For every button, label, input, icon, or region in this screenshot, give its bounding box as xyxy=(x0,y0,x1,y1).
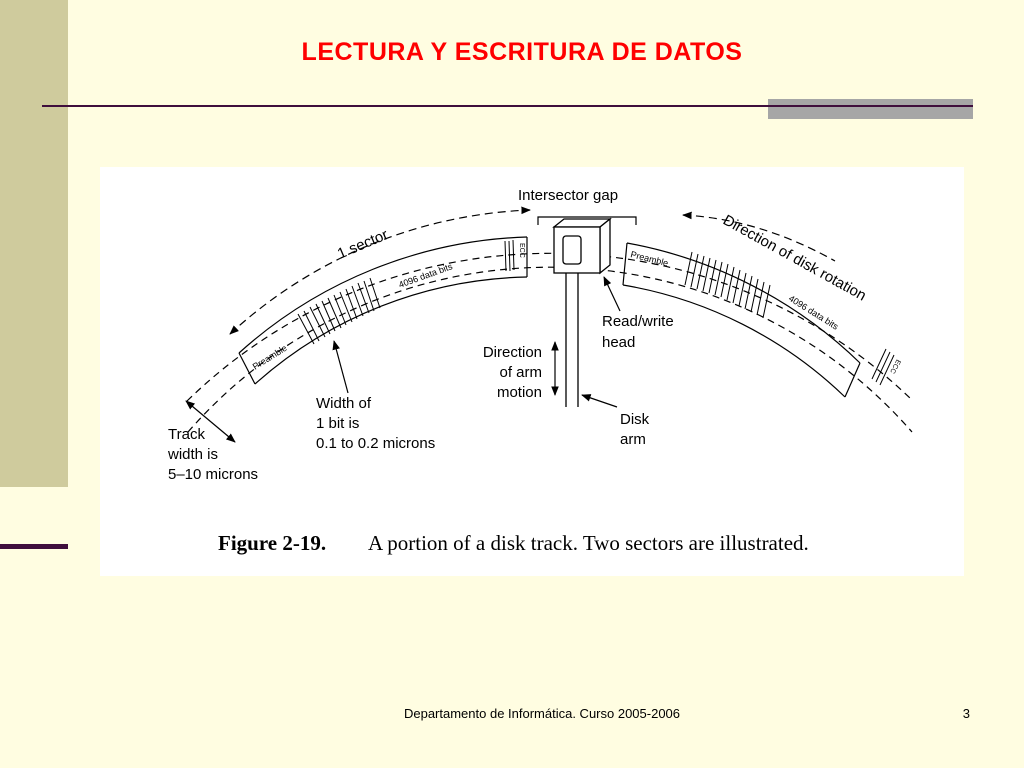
rotation-direction-arrow xyxy=(682,211,836,262)
right-sector-inner-edge xyxy=(622,284,846,398)
track-width-label-line1: Track xyxy=(168,426,205,443)
bit-width-label-line2: 1 bit is xyxy=(316,415,359,432)
read-write-head xyxy=(552,217,612,275)
disk-track-figure: Intersector gap 1 sector Direction of di… xyxy=(100,167,964,576)
left-decorative-bar xyxy=(0,0,68,487)
annotation-arrows xyxy=(185,206,836,443)
right-sector-outer-edge xyxy=(626,242,861,364)
left-data-bits-label: 4096 data bits xyxy=(397,261,454,290)
head-pointer-arrow xyxy=(603,276,621,312)
title-rule-accent-block xyxy=(768,99,973,119)
left-sector-outer-edge xyxy=(238,236,528,354)
right-ecc-pattern xyxy=(871,348,895,386)
right-sector-start xyxy=(622,242,628,286)
intersector-gap-label: Intersector gap xyxy=(518,187,618,204)
right-data-bits-label: 4096 data bits xyxy=(787,293,841,332)
disk-arm xyxy=(565,273,579,407)
track-width-label-line2: width is xyxy=(167,446,218,463)
left-ecc-label: ECC xyxy=(518,243,525,258)
left-ecc-pattern xyxy=(504,239,515,272)
disk-arm-label-line1: Disk xyxy=(620,411,650,428)
track-outer-boundary xyxy=(186,252,914,402)
title-rule xyxy=(42,105,972,107)
track-inner-boundary xyxy=(187,266,913,433)
figure-caption-text: A portion of a disk track. Two sectors a… xyxy=(368,531,809,555)
arm-motion-label-line2: of arm xyxy=(499,364,542,381)
left-accent-line xyxy=(0,544,68,549)
footer-text: Departamento de Informática. Curso 2005-… xyxy=(403,706,681,721)
right-preamble-label: Preamble xyxy=(630,249,670,268)
track-width-label-line3: 5–10 microns xyxy=(168,466,258,483)
right-ecc-label: ECC xyxy=(888,358,901,374)
one-sector-label: 1 sector xyxy=(335,226,391,262)
right-bit-pattern xyxy=(684,251,771,319)
left-preamble-label: Preamble xyxy=(251,343,289,372)
page-number: 3 xyxy=(962,706,970,721)
title-rule-overlay xyxy=(768,105,973,107)
one-sector-arrow xyxy=(229,206,531,335)
slide-title: LECTURA Y ESCRITURA DE DATOS xyxy=(301,38,743,66)
read-write-label-line2: head xyxy=(602,334,635,351)
read-write-label-line1: Read/write xyxy=(602,313,674,330)
arm-motion-label-line1: Direction xyxy=(483,344,542,361)
left-bit-pattern xyxy=(297,277,381,345)
left-sector-inner-edge xyxy=(254,276,528,385)
bit-width-pointer-arrow xyxy=(332,340,349,394)
figure-caption-number: Figure 2-19. xyxy=(218,531,326,555)
right-sector-end xyxy=(844,362,861,398)
arm-motion-label-line3: motion xyxy=(497,384,542,401)
bit-width-label-line1: Width of xyxy=(316,395,372,412)
intersector-gap-bracket xyxy=(537,216,637,225)
left-sector-end xyxy=(238,352,256,385)
disk-arm-pointer-arrow xyxy=(581,394,618,408)
disk-track-diagram: Intersector gap 1 sector Direction of di… xyxy=(167,187,914,555)
disk-arm-label-line2: arm xyxy=(620,431,646,448)
bit-width-label-line3: 0.1 to 0.2 microns xyxy=(316,435,435,452)
track-width-arrow xyxy=(185,400,236,443)
